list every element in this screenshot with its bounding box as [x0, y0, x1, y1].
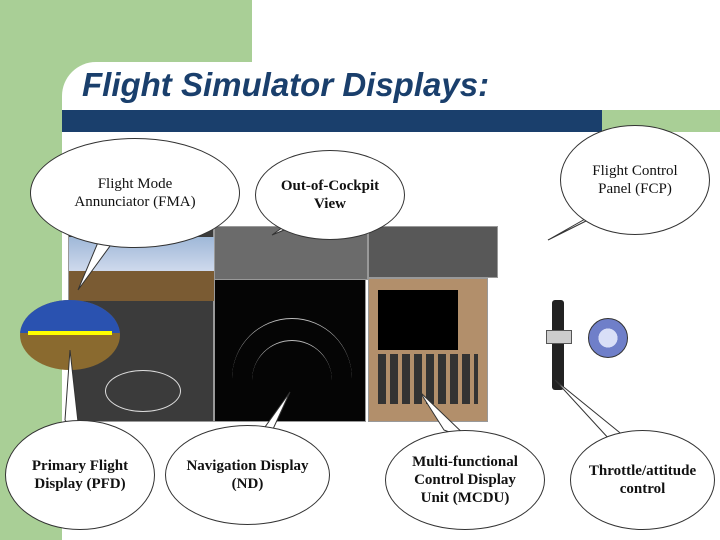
nd-range-arc-inner — [252, 340, 332, 421]
nd-range-arc — [232, 318, 352, 439]
flight-control-panel-window — [368, 226, 498, 278]
callout-mcdu-line3: Unit (MCDU) — [420, 490, 510, 506]
mcdu-screen — [378, 290, 458, 350]
callout-fcp-line1: Flight Control — [592, 163, 678, 179]
callout-fma-line1: Flight Mode — [97, 176, 173, 192]
callout-fma-line2: Annunciator (FMA) — [74, 194, 196, 210]
callout-mcdu-line2: Control Display — [414, 472, 516, 488]
slide-title: Flight Simulator Displays: — [82, 66, 490, 103]
attitude-sky — [20, 300, 120, 333]
callout-ocv-line2: View — [314, 196, 346, 212]
callout-throttle: Throttle/attitude control — [570, 430, 715, 530]
callout-fcp-line2: Panel (FCP) — [598, 181, 672, 197]
throttle-handle[interactable] — [546, 330, 572, 344]
callout-nd-line1: Navigation Display — [186, 458, 309, 474]
callout-throttle-line1: Throttle/attitude — [588, 463, 697, 479]
attitude-horizon-bar — [28, 331, 112, 335]
callout-throttle-line2: control — [619, 481, 666, 497]
controls-pane — [490, 278, 660, 422]
callout-mcdu-line1: Multi-functional — [412, 454, 518, 470]
compass-rose — [105, 370, 181, 412]
title-underline-bar — [62, 110, 602, 132]
throttle-track[interactable] — [552, 300, 564, 390]
ocv-ground — [69, 271, 215, 301]
mcdu-keypad — [378, 354, 478, 404]
callout-pfd-line1: Primary Flight — [31, 458, 129, 474]
callout-nd: Navigation Display (ND) — [165, 425, 330, 525]
callout-ocv-line1: Out-of-Cockpit — [280, 178, 380, 194]
attitude-indicator — [20, 300, 120, 370]
attitude-control-knob[interactable] — [588, 318, 628, 358]
callout-pfd-line2: Display (PFD) — [34, 476, 126, 492]
callout-nd-line2: (ND) — [231, 476, 264, 492]
